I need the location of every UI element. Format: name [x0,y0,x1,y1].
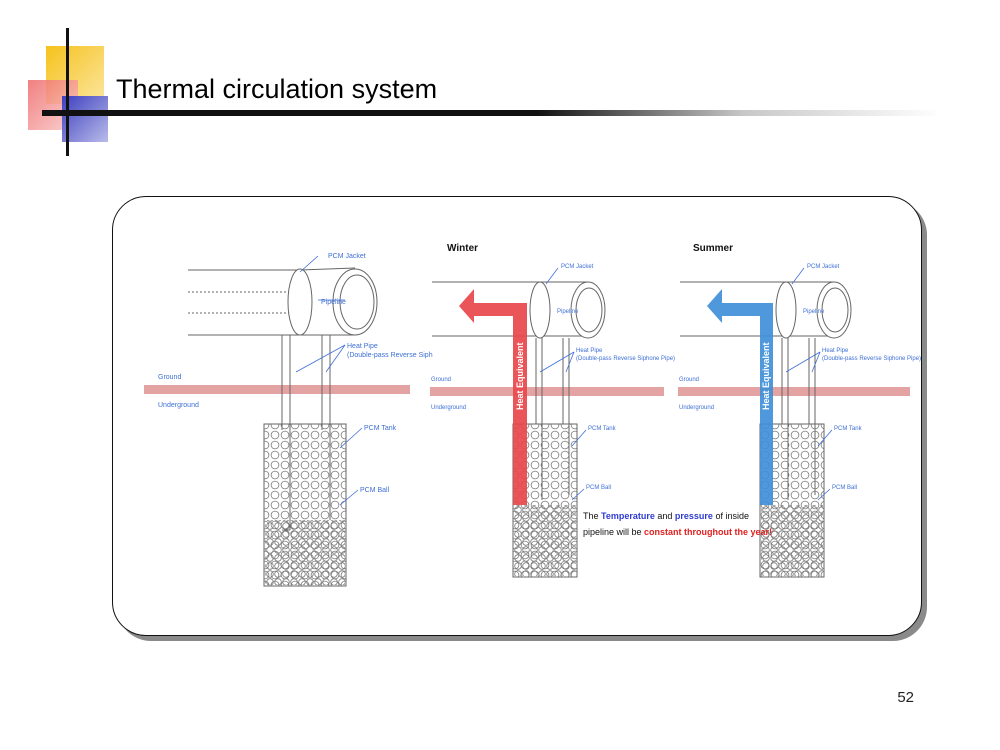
label-pcm-ball: PCM Ball [832,485,857,491]
pcm-tank-dense [265,520,345,585]
summer-arrow-label: Heat Equivalent [761,342,771,410]
left-system-diagram: PCM Jacket Pipeline Heat Pipe (Double-pa… [144,253,433,587]
summer-system-diagram: Summer PCM Jacket Pipeline Heat Pipe (Do… [678,243,921,578]
callout-lines [785,267,833,501]
season-title-summer: Summer [693,243,733,254]
constant-pressure-note: The Temperature and pressure of inside p… [583,511,772,537]
winter-heat-arrow [459,289,527,505]
label-heat-pipe-sub: (Double-pass Reverse Siphone Pipe) [576,356,675,362]
winter-arrow-label: Heat Equivalent [515,342,525,410]
deco-blue-square [62,96,108,142]
label-underground: Underground [158,402,199,409]
summer-heat-arrow [707,289,773,505]
label-pcm-jacket: PCM Jacket [328,253,366,260]
pcm-tank-dense [514,505,576,576]
ground-band [144,385,410,394]
note-line-1: The Temperature and pressure of inside [583,511,749,521]
label-heat-pipe-sub: (Double-pass Reverse Siph [347,352,433,359]
page-title: Thermal circulation system [116,74,438,104]
ground-band [430,387,664,396]
ground-band [678,387,910,396]
label-heat-pipe: Heat Pipe [822,348,849,354]
label-heat-pipe: Heat Pipe [576,348,603,354]
label-pcm-tank: PCM Tank [834,426,863,432]
pcm-tank-dense [761,505,823,576]
label-pcm-ball: PCM Ball [586,485,611,491]
label-heat-pipe-sub: (Double-pass Reverse Siphone Pipe) [822,356,921,362]
label-ground: Ground [431,377,451,383]
season-title-winter: Winter [447,243,478,254]
page-number: 52 [897,689,914,706]
label-underground: Underground [679,405,714,411]
callout-lines [539,267,587,501]
deco-vertical-line [66,28,69,156]
title-rule [42,110,942,116]
label-pipeline: Pipeline [321,299,346,306]
label-pcm-ball: PCM Ball [360,487,390,494]
note-line-2: pipeline will be constant throughout the… [583,527,772,537]
label-pipeline: Pipeline [803,309,825,315]
pipeline-outline [188,267,378,531]
label-ground: Ground [158,374,181,381]
label-ground: Ground [679,377,699,383]
label-pcm-jacket: PCM Jacket [561,264,594,270]
label-pipeline: Pipeline [557,309,579,315]
label-pcm-jacket: PCM Jacket [807,264,840,270]
label-underground: Underground [431,405,466,411]
label-pcm-tank: PCM Tank [364,425,397,432]
winter-system-diagram: Winter PCM Jacket Pipeline Heat Pipe (Do… [430,243,675,578]
label-heat-pipe: Heat Pipe [347,343,378,350]
label-pcm-tank: PCM Tank [588,426,617,432]
callout-lines [295,255,363,506]
